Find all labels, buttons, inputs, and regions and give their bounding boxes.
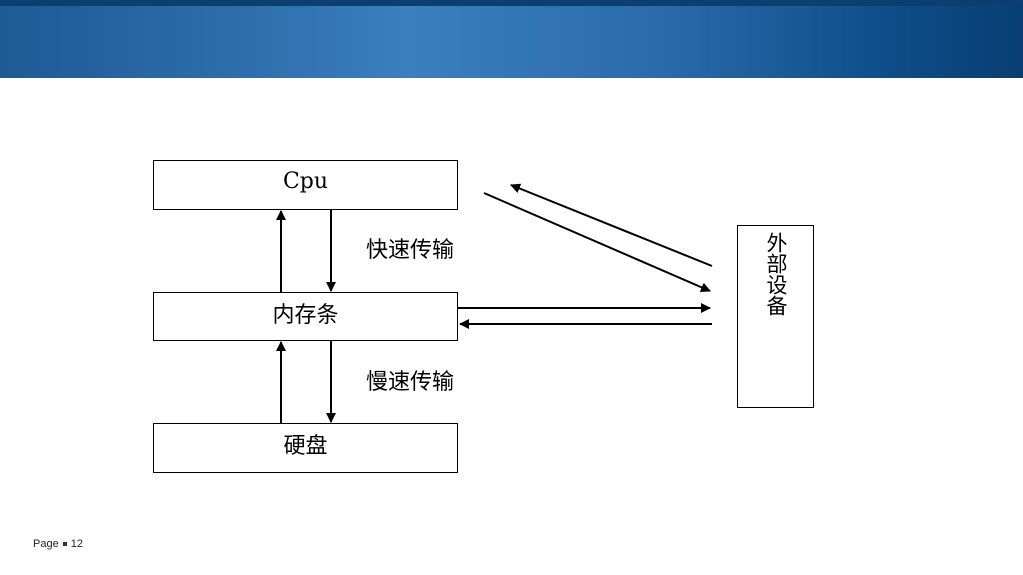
node-disk: 硬盘	[153, 423, 458, 473]
node-external-label: 外部设备	[764, 232, 788, 316]
fast-transfer-label: 快速传输	[366, 238, 455, 263]
page-number: 12	[70, 538, 83, 550]
node-cpu-label: Cpu	[282, 168, 329, 194]
node-cpu: Cpu	[153, 160, 458, 210]
arrow-external-to-cpu	[510, 183, 713, 267]
node-memory: 内存条	[153, 292, 458, 341]
page-label: Page	[33, 538, 59, 550]
node-memory-label: 内存条	[272, 302, 339, 328]
header-band	[0, 0, 1023, 78]
page-footer: Page 12	[33, 538, 83, 550]
arrow-cpu-to-external	[483, 192, 711, 293]
node-disk-label: 硬盘	[283, 434, 328, 459]
slow-transfer-label: 慢速传输	[366, 370, 455, 395]
bullet-icon	[62, 542, 67, 546]
node-external: 外部设备	[737, 225, 814, 408]
